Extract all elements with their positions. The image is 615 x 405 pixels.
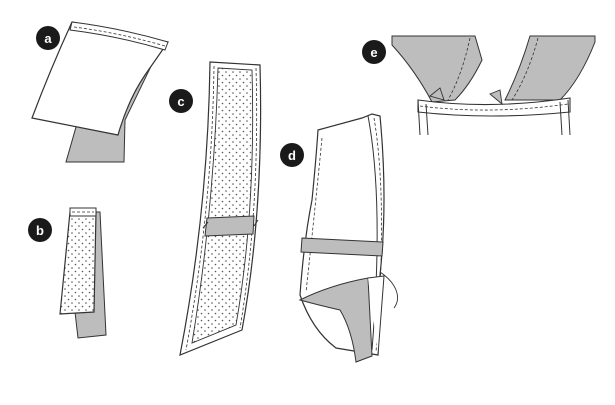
step-e-left-panel	[391, 35, 483, 103]
step-e-illustration	[391, 35, 596, 136]
step-d-belt-band	[300, 237, 384, 257]
step-a-fold-edge	[69, 21, 169, 51]
step-c-dotted-panel	[191, 67, 254, 344]
step-d-illustration	[298, 113, 399, 363]
step-label-b: b	[36, 223, 44, 238]
step-label-e: e	[370, 45, 377, 60]
step-badge-e: e	[362, 40, 386, 64]
step-c-belt-loop	[204, 215, 255, 237]
step-a-fabric	[31, 21, 170, 136]
step-label-c: c	[177, 94, 184, 109]
step-a-illustration	[31, 21, 170, 163]
step-a-stitch-line	[73, 26, 166, 47]
step-b-fabric	[59, 211, 97, 315]
step-badge-d: d	[280, 143, 304, 167]
step-d-panel	[299, 113, 385, 356]
step-badge-a: a	[36, 26, 60, 50]
step-label-d: d	[288, 148, 296, 163]
step-e-right-panel	[504, 35, 596, 101]
step-d-lining-flap	[298, 277, 373, 363]
step-b-illustration	[59, 207, 107, 339]
step-badge-c: c	[169, 89, 193, 113]
step-label-a: a	[44, 31, 52, 46]
step-badge-b: b	[28, 218, 52, 242]
step-e-waistband	[417, 97, 571, 117]
step-c-illustration	[179, 61, 262, 356]
